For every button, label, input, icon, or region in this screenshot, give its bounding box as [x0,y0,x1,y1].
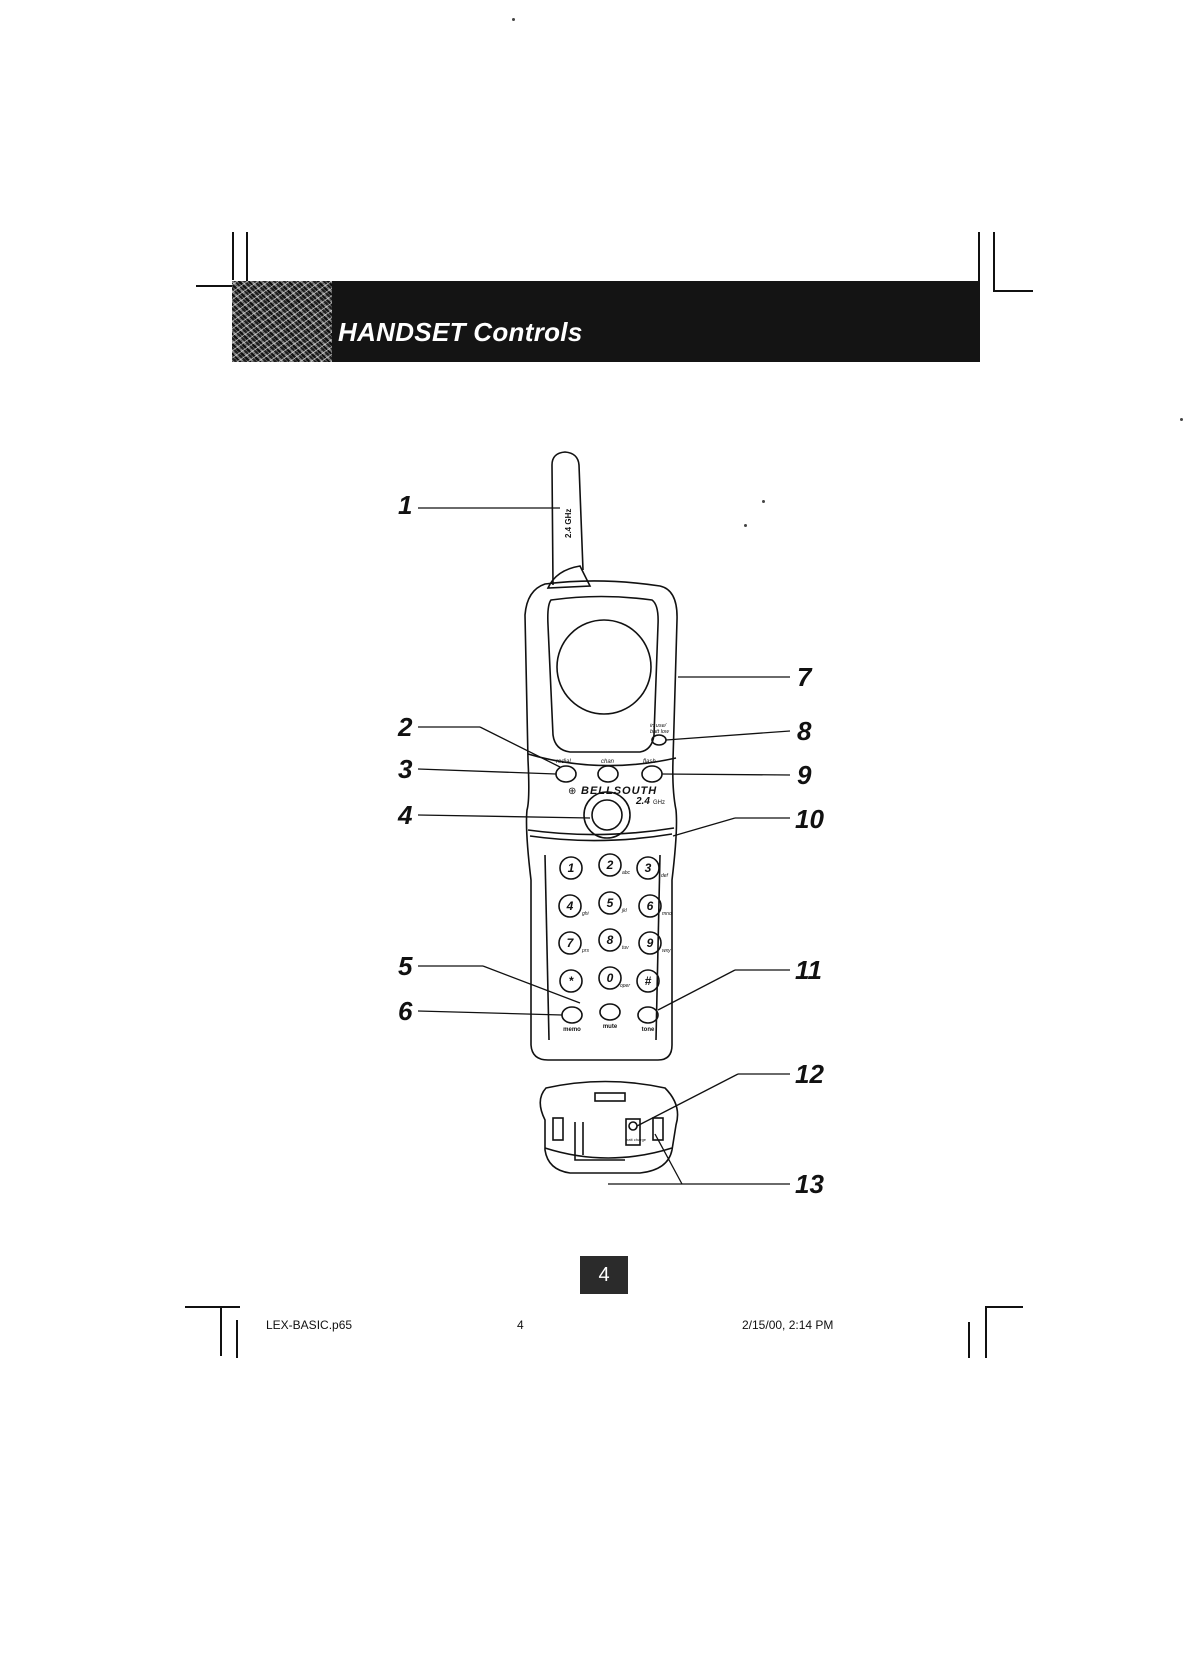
bottom-button-labels: memo mute tone [563,1024,655,1033]
page-number: 4 [598,1264,609,1287]
callout-3: 3 [398,756,412,782]
key-4: 4 [566,899,574,913]
tone-button-label: tone [642,1027,655,1033]
footer-datetime: 2/15/00, 2:14 PM [742,1318,833,1332]
key-8-letters: tuv [622,945,629,951]
earpiece-speaker [557,620,651,714]
flash-button-shape [642,766,662,782]
key-2: 2 [606,858,614,872]
key-1: 1 [568,861,575,875]
chan-button-shape [598,766,618,782]
key-9: 9 [647,936,654,950]
footer-page: 4 [517,1318,524,1332]
key-star: * [569,974,575,988]
key-5-letters: jkl [621,908,628,914]
callout-12: 12 [795,1061,824,1087]
key-7: 7 [567,936,575,950]
charge-contact-left [553,1118,563,1140]
mute-button-label: mute [603,1024,618,1030]
page-number-badge: 4 [580,1256,628,1294]
key-2-letters: abc [622,870,631,876]
key-3-letters: def [661,873,669,879]
brand-logo-mark: ⊕ [568,786,576,797]
callout-13: 13 [795,1171,824,1197]
callout-6: 6 [398,998,412,1024]
charge-contact-right [653,1118,663,1140]
chan-button-label: chan [601,759,615,765]
keypad-digits: 1 2 3 4 5 6 7 8 9 * 0 # [566,858,654,988]
key-0-letters: oper [620,983,630,989]
callout-4: 4 [398,802,412,828]
key-3: 3 [645,861,652,875]
charge-contacts-label: batt charge [626,1137,647,1142]
indicator-label-line2: batt low [650,729,670,735]
redial-button-shape [556,766,576,782]
callout-8: 8 [797,718,811,744]
memo-button-label: memo [563,1027,581,1033]
mute-button-shape [600,1004,620,1020]
callout-9: 9 [797,762,811,788]
flash-button-label: flash [643,759,656,765]
callout-5: 5 [398,953,412,979]
callout-7: 7 [797,664,811,690]
key-5: 5 [607,896,614,910]
memo-button-shape [562,1007,582,1023]
key-8: 8 [607,933,614,947]
key-7-letters: prs [581,948,589,954]
key-9-letters: wxy [662,948,671,954]
callout-11: 11 [795,957,822,983]
talk-button-ring [584,792,630,838]
key-6-letters: mno [662,911,672,917]
key-6: 6 [647,899,654,913]
key-hash: # [645,974,652,988]
callout-10: 10 [795,806,824,832]
talk-button [592,800,622,830]
callout-1: 1 [398,492,412,518]
antenna-label: 2.4 GHz [564,509,573,538]
brand-band: 2.4 [635,796,650,807]
redial-button-label: redial [556,759,571,765]
brand-band-unit: GHz [653,800,665,806]
indicator-light [652,735,666,745]
key-0: 0 [607,971,614,985]
tone-button-shape [638,1007,658,1023]
footer-filename: LEX-BASIC.p65 [266,1318,352,1332]
key-4-letters: ghi [582,911,590,917]
callout-2: 2 [398,714,412,740]
